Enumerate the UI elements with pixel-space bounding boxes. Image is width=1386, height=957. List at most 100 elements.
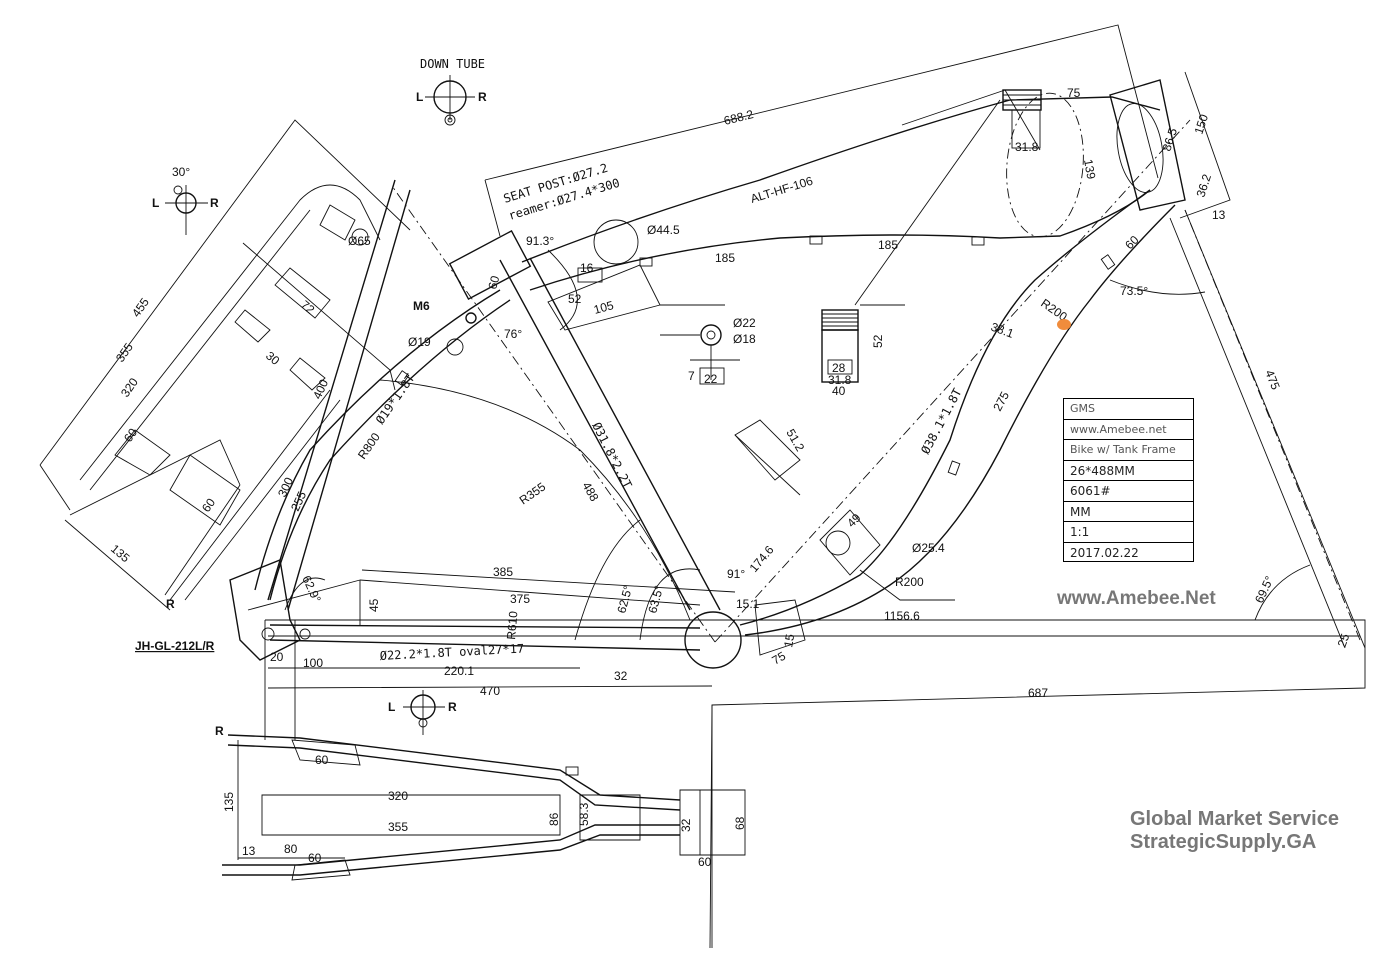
dim-13: 13 (1212, 208, 1226, 222)
dim-32b: 32 (679, 818, 693, 832)
title-block-date: 2017.02.22 (1064, 541, 1194, 562)
chainstay-view-left: L (388, 700, 395, 714)
dim-72: 72 (298, 298, 317, 318)
watermark-line-1: Global Market Service (1130, 808, 1339, 830)
dim-68: 68 (733, 816, 747, 830)
dim-105: 105 (592, 298, 615, 317)
r-mark-2: R (166, 597, 175, 611)
dim-185b: 185 (878, 238, 898, 252)
dim-19: Ø19 (408, 335, 431, 349)
head-insert-icon (1002, 89, 1042, 149)
dim-r200b: R200 (895, 575, 924, 589)
dim-60f: 60 (698, 855, 712, 869)
down-tube-title: DOWN TUBE (420, 57, 485, 71)
title-block-product: Bike w/ Tank Frame (1064, 439, 1194, 460)
dim-86-5: 86.5 (1160, 126, 1181, 153)
view-symbols (165, 75, 1042, 735)
dim-75: 75 (1067, 86, 1081, 100)
model-number: ALT-HF-106 (749, 174, 815, 206)
dim-355b: 355 (388, 820, 408, 834)
dim-86: 86 (547, 812, 561, 826)
dim-25: 25 (1335, 631, 1353, 649)
dim-15-1: 15.1 (736, 597, 760, 611)
dim-375: 375 (510, 592, 530, 606)
dim-91-3: 91.3° (526, 234, 554, 248)
rear-view-icon (165, 185, 208, 235)
dim-18: Ø18 (733, 332, 756, 346)
dim-r610: R610 (504, 610, 520, 640)
dim-60b: 60 (1122, 233, 1142, 253)
dim-60c: 60 (121, 425, 140, 444)
dim-174-6: 174.6 (747, 543, 777, 575)
chainstay-view-icon (403, 690, 445, 735)
watermark-block: Global Market Service StrategicSupply.GA (1130, 808, 1339, 854)
dim-36-2: 36.2 (1194, 172, 1215, 199)
dim-38-1-spec: Ø38.1*1.8T (918, 386, 964, 456)
title-block-material: 6061# (1064, 480, 1194, 501)
dim-320a: 320 (118, 375, 141, 400)
dim-28: 28 (832, 361, 846, 375)
watermark-site: www.Amebee.Net (1057, 588, 1216, 609)
chainstay-view-right: R (448, 700, 457, 714)
rear-view-angle: 30° (172, 165, 190, 179)
dim-62-5: 62.5° (614, 584, 635, 615)
dim-44-5: Ø44.5 (647, 223, 680, 237)
dim-31-8b: 31.8 (828, 373, 852, 387)
dim-30: 30 (263, 349, 282, 369)
dim-150: 150 (1192, 112, 1212, 136)
dim-73-5: 73.5° (1120, 284, 1148, 298)
dim-52a: 52 (568, 292, 582, 306)
down-tube-left: L (416, 90, 423, 104)
title-block-company: GMS (1064, 398, 1194, 419)
dropout-model: JH-GL-212L/R (135, 639, 215, 653)
bottle-boss-icon (660, 324, 740, 385)
dim-488: 488 (579, 480, 601, 505)
rear-view-left: L (152, 196, 159, 210)
threaded-insert-icon (821, 309, 859, 383)
title-block: GMS www.Amebee.net Bike w/ Tank Frame 26… (1063, 398, 1194, 562)
dim-385: 385 (493, 565, 513, 579)
dim-185a: 185 (715, 251, 735, 265)
dim-400: 400 (310, 377, 331, 401)
dim-100: 100 (303, 656, 323, 670)
down-tube-view-icon (425, 75, 475, 126)
dim-470: 470 (480, 684, 500, 698)
dim-45: 45 (367, 598, 381, 612)
dim-220-1: 220.1 (444, 664, 474, 678)
rear-view-right: R (210, 196, 219, 210)
dim-22: Ø22 (733, 316, 756, 330)
dim-32a: 32 (614, 669, 628, 683)
dim-139: 139 (1081, 158, 1098, 180)
dim-60e: 60 (315, 753, 329, 767)
dim-16: 16 (580, 261, 594, 275)
dim-455: 455 (129, 295, 152, 320)
dim-52b: 52 (871, 334, 885, 348)
main-frame (229, 79, 1186, 669)
dim-60a: 60 (485, 274, 502, 291)
dim-22b: 22 (704, 372, 718, 386)
dim-31-8a: 31.8 (1015, 140, 1039, 154)
construction-lines (39, 24, 1366, 949)
dim-58-3: 58.3 (577, 802, 591, 826)
dim-688-2: 688.2 (722, 107, 755, 128)
dim-75b: 75 (770, 649, 789, 668)
watermark-line-2: StrategicSupply.GA (1130, 831, 1317, 853)
dim-51-2: 51.2 (783, 427, 807, 455)
dim-135b: 135 (222, 792, 236, 812)
r-mark-1: R (215, 724, 224, 738)
dim-63-5: 63.5° (645, 584, 666, 615)
title-block-scale: 1:1 (1064, 521, 1194, 542)
marker-dot (1057, 319, 1071, 330)
dim-31-8-spec: Ø31.8*2.2T (589, 420, 634, 491)
title-block-unit: MM (1064, 500, 1194, 521)
dim-255: 255 (288, 489, 309, 513)
dim-275: 275 (990, 389, 1012, 414)
dim-13b: 13 (242, 844, 256, 858)
chainstay-top-view (222, 620, 746, 948)
dim-135a: 135 (108, 542, 133, 566)
dim-1156-6: 1156.6 (884, 609, 920, 623)
dim-65: Ø65 (348, 234, 371, 248)
dim-25-4: Ø25.4 (912, 541, 945, 555)
dim-49: 49 (844, 511, 864, 531)
